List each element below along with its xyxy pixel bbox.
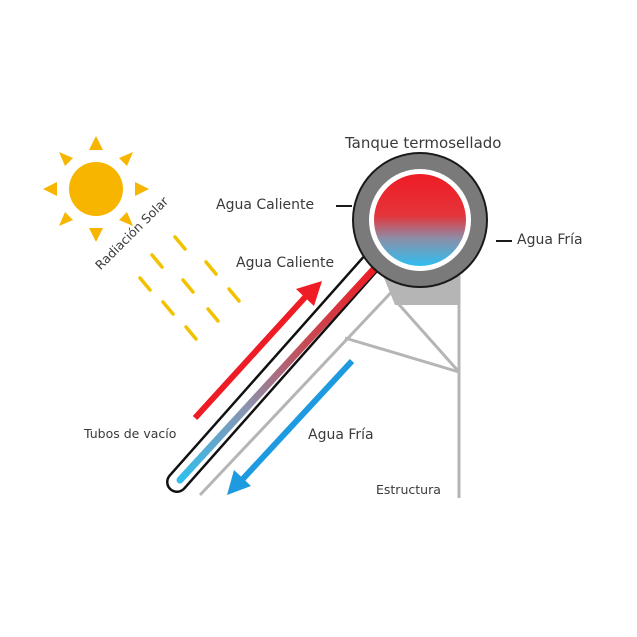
leader-lines	[336, 205, 512, 242]
hot-arrow-up	[192, 281, 322, 421]
tube-hot-flow-label: Agua Caliente	[236, 255, 335, 271]
sun-icon	[43, 136, 149, 242]
vacuum-tube	[166, 251, 383, 493]
structure-label: Estructura	[376, 482, 441, 497]
tank	[352, 152, 488, 288]
tank-hot-outlet-label: Agua Caliente	[216, 197, 315, 213]
structure-frame	[198, 273, 461, 498]
cold-arrow-down	[227, 358, 355, 495]
tubes-label: Tubos de vacío	[84, 426, 177, 441]
solar-rays	[138, 235, 241, 341]
tube-cold-flow-label: Agua Fría	[308, 427, 374, 443]
tank-label: Tanque termosellado	[345, 134, 502, 152]
tank-cold-inlet-label: Agua Fría	[517, 232, 583, 248]
